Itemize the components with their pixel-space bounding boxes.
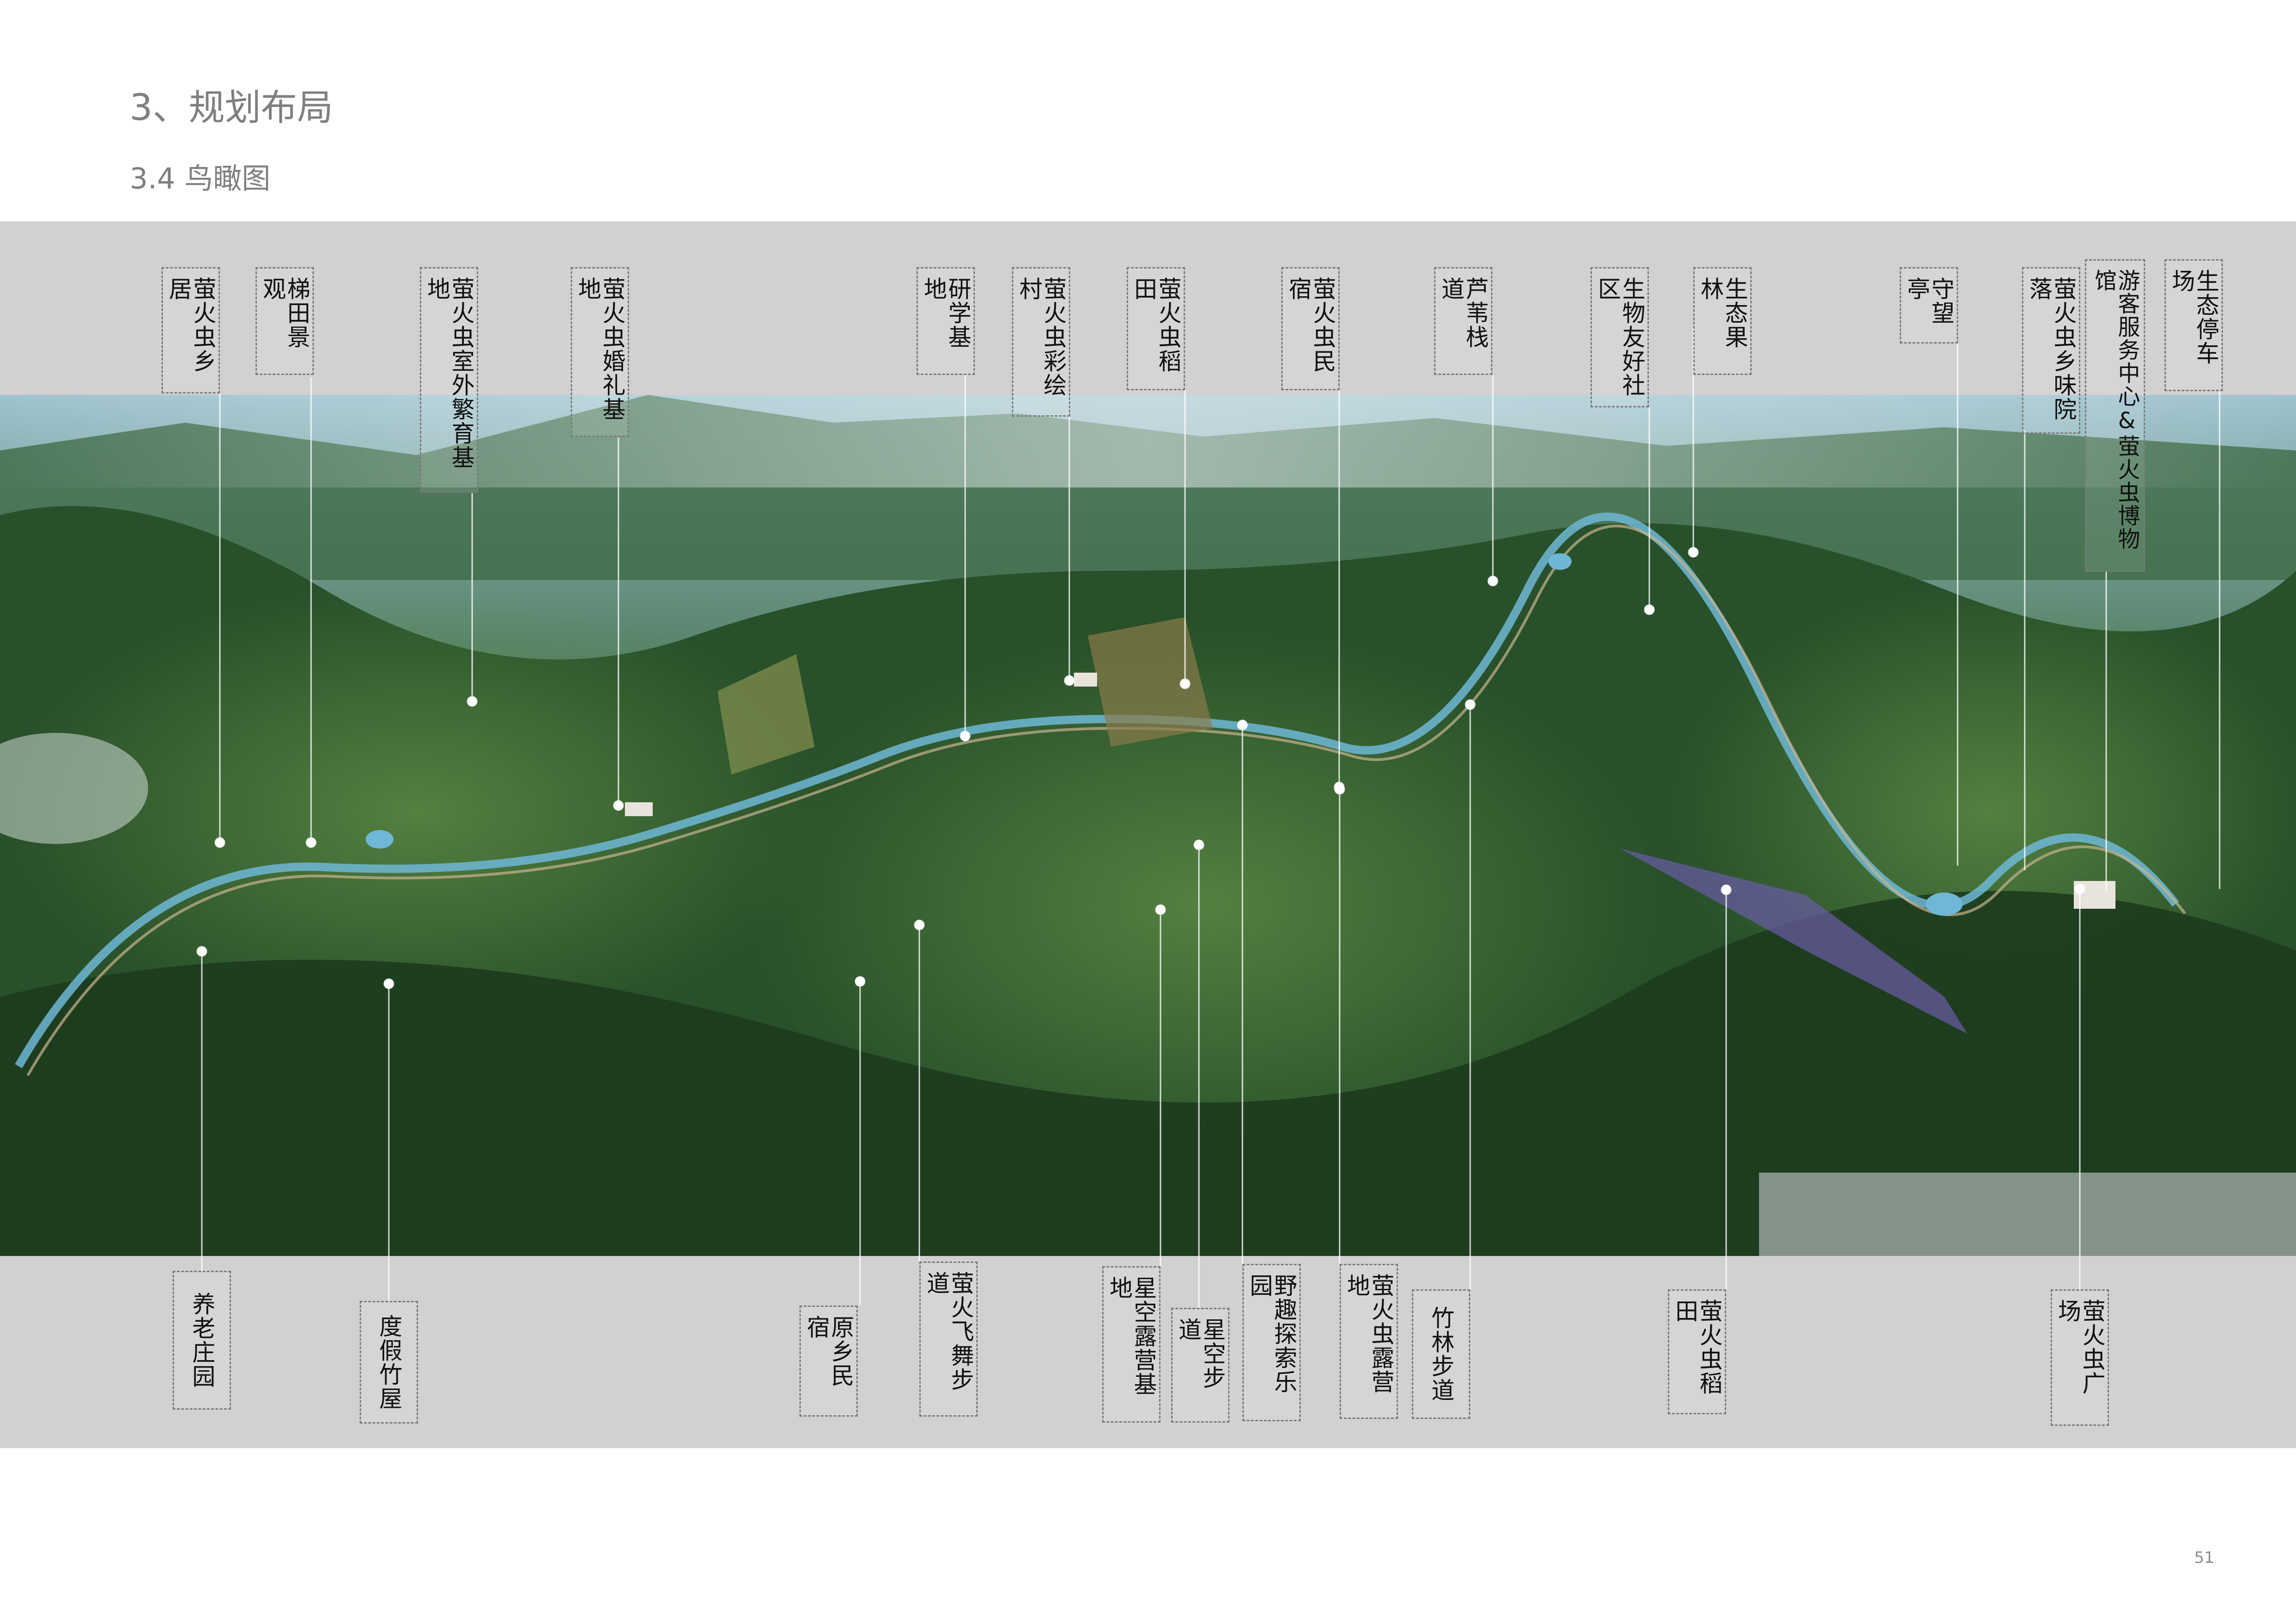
label-starry-trail: 星空步道 [1171,1308,1229,1423]
page-number: 51 [2194,1549,2215,1567]
label-wild-adventure-park: 野趣探索乐园 [1242,1264,1301,1421]
section-title: 3、规划布局 [130,87,333,129]
label-visitor-center-museum: 游客服务中心&萤火虫博物馆 [2085,259,2145,572]
label-starry-camping-base: 星空露营基地 [1102,1266,1160,1423]
label-firefly-paddy-top: 萤火虫稻田 [1127,267,1185,390]
label-reed-boardwalk: 芦苇栈道 [1434,267,1492,375]
label-eco-parking: 生态停车场 [2165,259,2223,391]
label-watch-pavilion: 守望亭 [1900,267,1958,344]
label-firefly-outdoor-breeding-base: 萤火虫室外繁育基地 [420,267,478,493]
section-subtitle: 3.4 鸟瞰图 [130,162,271,195]
label-firefly-dancing-trail: 萤火飞舞步道 [919,1262,978,1417]
label-firefly-flavor-courtyard: 萤火虫乡味院落 [2022,267,2080,434]
label-firefly-plaza: 萤火虫广场 [2051,1289,2109,1426]
label-terrace-landscape: 梯田景观 [256,267,314,375]
label-elderly-manor: 养老庄园 [173,1271,231,1410]
bottom-label-band [0,1256,2296,1448]
top-label-band [0,221,2296,395]
label-firefly-painted-village: 萤火虫彩绘村 [1012,267,1070,417]
label-eco-friendly-community: 生物友好社区 [1591,267,1649,407]
label-holiday-bamboo-house: 度假竹屋 [360,1301,418,1424]
label-firefly-homestay: 萤火虫民宿 [1281,267,1340,390]
label-research-base: 研学基地 [917,267,975,375]
label-firefly-paddy-bottom: 萤火虫稻田 [1668,1289,1726,1414]
label-bamboo-trail: 竹林步道 [1412,1289,1470,1419]
label-firefly-rural-home: 萤火虫乡居 [162,267,220,394]
aerial-view-image [0,395,2296,1256]
label-firefly-wedding-base: 萤火虫婚礼基地 [571,267,629,437]
label-firefly-campsite: 萤火虫露营地 [1340,1264,1398,1419]
label-native-homestay: 原乡民宿 [799,1305,858,1417]
label-ecological-orchard: 生态果林 [1693,267,1752,375]
